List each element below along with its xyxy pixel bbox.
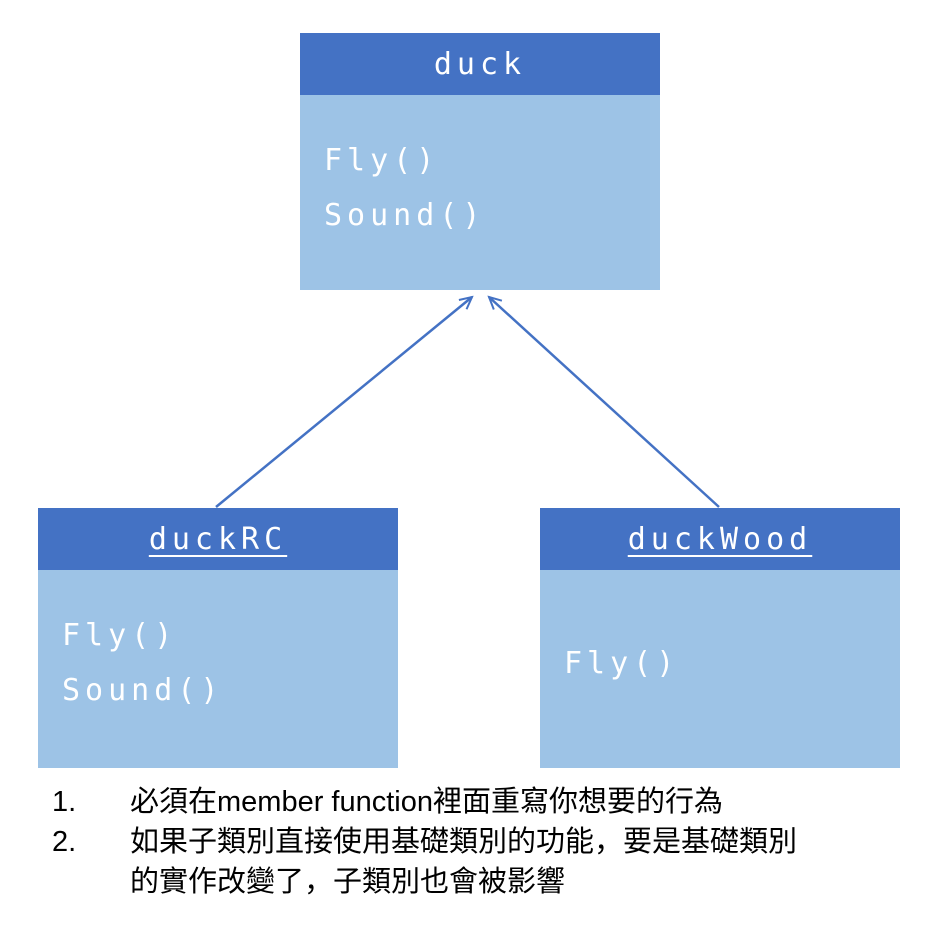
class-title-duck: duck — [300, 33, 660, 95]
inheritance-arrow-duckwood — [489, 297, 720, 508]
class-methods-duckrc: Fly() Sound() — [38, 570, 398, 768]
class-title-text: duckWood — [627, 521, 813, 557]
class-title-text: duck — [433, 46, 527, 82]
notes-list: 1. 必須在member function裡面重寫你想要的行為 2. 如果子類別… — [52, 782, 902, 902]
note-text: 必須在member function裡面重寫你想要的行為 — [130, 786, 723, 818]
note-number: 1. — [52, 786, 77, 818]
note-item: 2. 如果子類別直接使用基礎類別的功能，要是基礎類別的實作改變了，子類別也會被影… — [52, 822, 902, 902]
class-box-duckwood: duckWood Fly() — [540, 508, 900, 768]
class-box-duck: duck Fly() Sound() — [300, 33, 660, 290]
method-line: Fly() — [324, 143, 440, 178]
method-line: Sound() — [324, 198, 486, 233]
method-line: Fly() — [62, 618, 178, 653]
class-methods-duck: Fly() Sound() — [300, 95, 660, 290]
note-item: 1. 必須在member function裡面重寫你想要的行為 — [52, 782, 902, 822]
class-title-text: duckRC — [148, 521, 288, 557]
method-line: Sound() — [62, 673, 224, 708]
method-line: Fly() — [564, 646, 680, 681]
inheritance-arrow-duckrc — [215, 297, 472, 508]
class-box-duckrc: duckRC Fly() Sound() — [38, 508, 398, 768]
note-text: 如果子類別直接使用基礎類別的功能，要是基礎類別的實作改變了，子類別也會被影響 — [130, 826, 798, 898]
class-methods-duckwood: Fly() — [540, 570, 900, 768]
class-title-duckrc: duckRC — [38, 508, 398, 570]
note-number: 2. — [52, 826, 77, 858]
class-title-duckwood: duckWood — [540, 508, 900, 570]
